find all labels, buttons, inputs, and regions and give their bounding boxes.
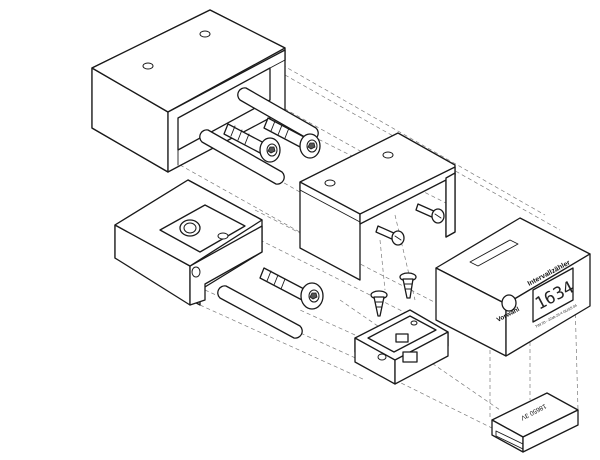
preset-button (501, 294, 517, 312)
screw-hole (324, 179, 336, 187)
guide-rod-middle (199, 129, 285, 185)
screw-hole (382, 151, 394, 159)
clamp-block (114, 179, 263, 306)
base-housing (354, 309, 449, 385)
socket-screw (223, 123, 281, 163)
screw-hole (142, 62, 154, 70)
lcd-display (532, 267, 574, 323)
socket-screw (259, 267, 324, 310)
countersunk-screw (415, 203, 445, 224)
interval-counter: 1634 Intervallzähler Vorwahl TIM 20 - 22… (435, 217, 591, 357)
guide-rod-lower (217, 285, 303, 339)
screw-hole (191, 266, 201, 278)
countersunk-screw (370, 290, 388, 317)
countersunk-screw (375, 225, 405, 246)
countersunk-screw (399, 272, 417, 299)
socket-screw (263, 117, 321, 159)
top-bracket (91, 9, 286, 173)
middle-bracket (299, 132, 456, 281)
screw-hole (217, 232, 229, 240)
screw-hole (199, 30, 211, 38)
battery: 18650 3V (491, 392, 579, 453)
